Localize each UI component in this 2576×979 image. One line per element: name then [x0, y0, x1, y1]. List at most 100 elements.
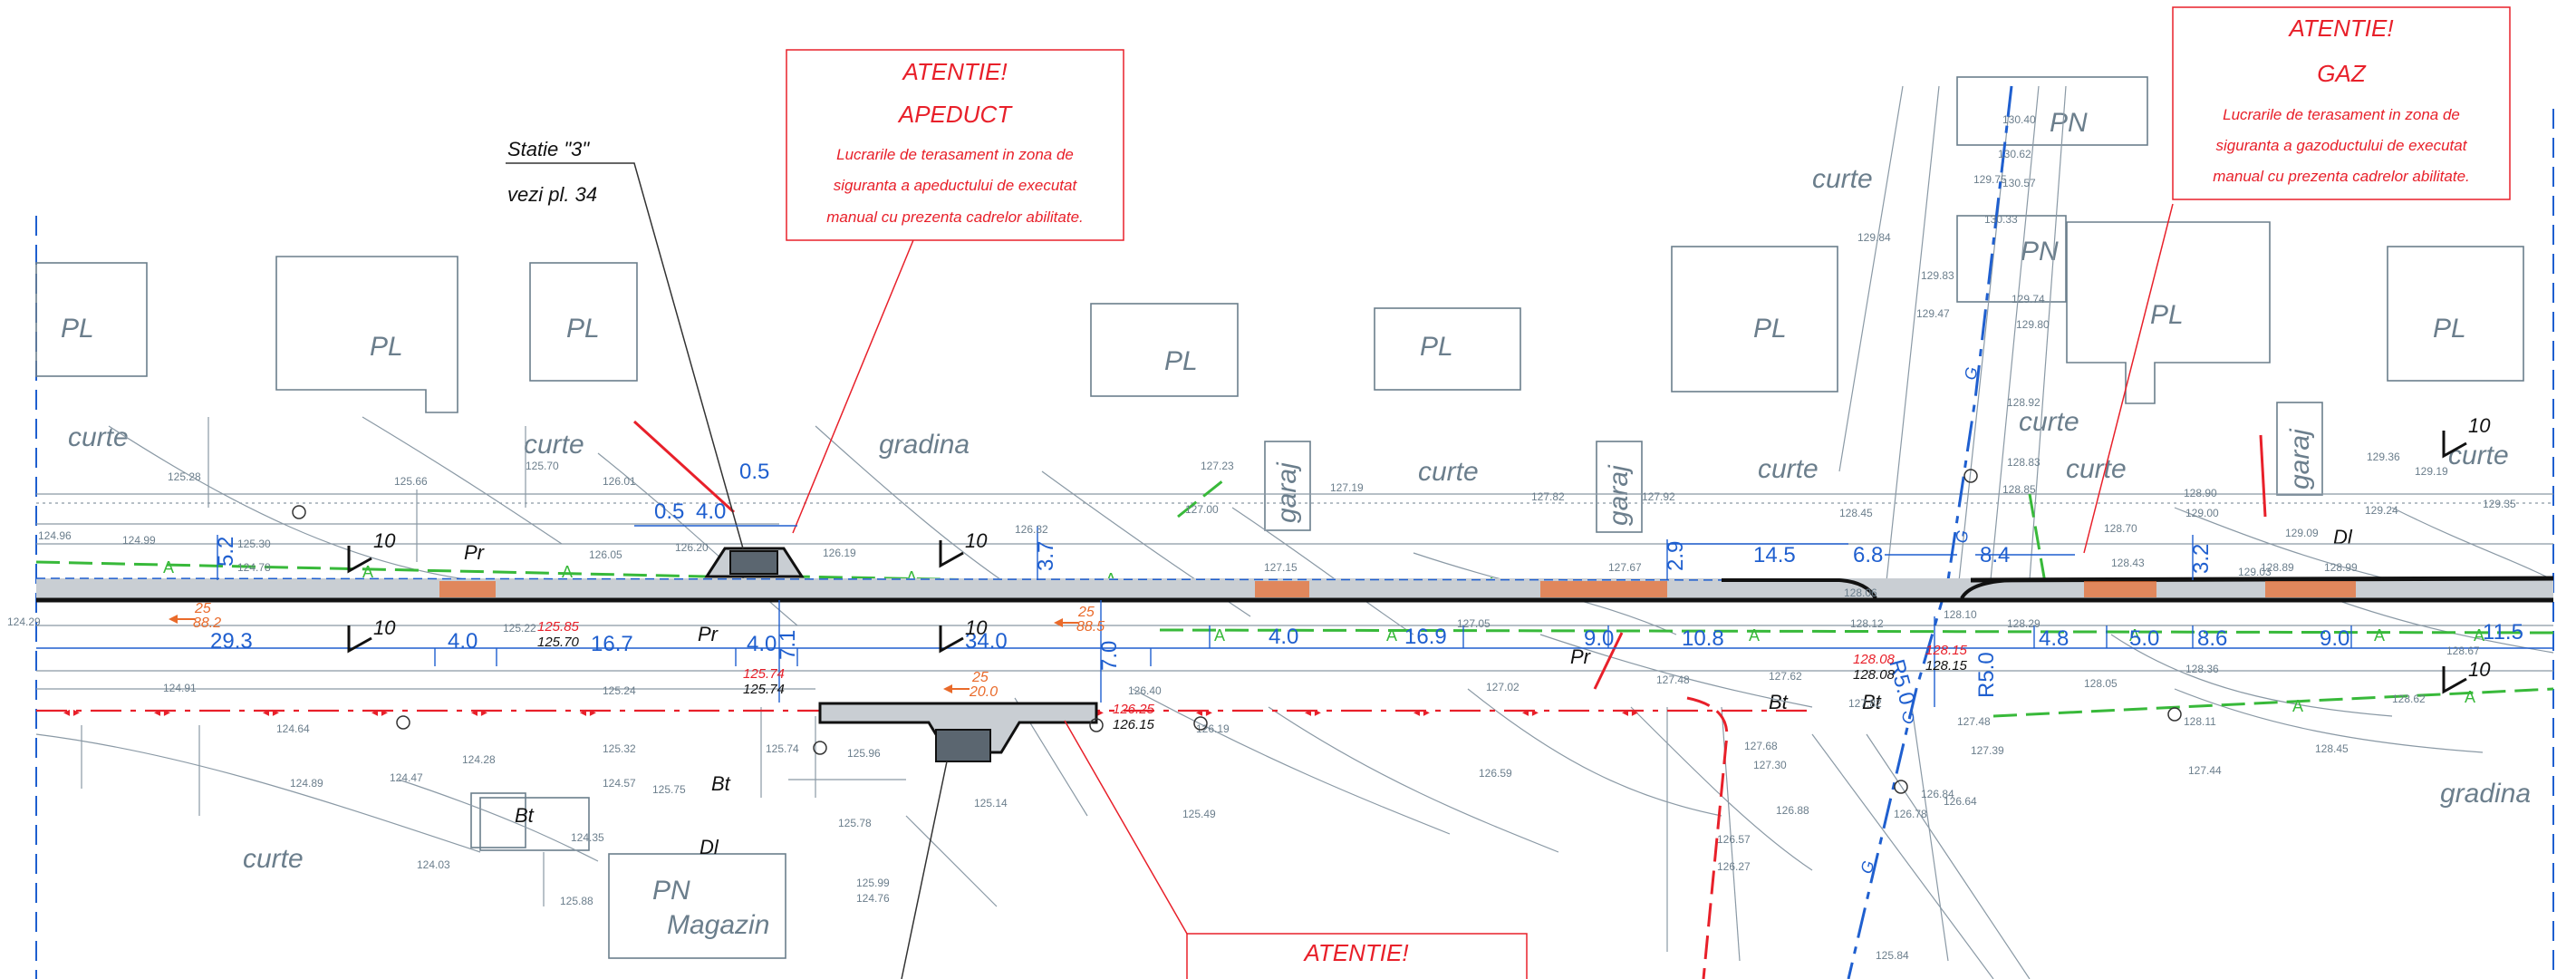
spot-level: 128.70: [2104, 522, 2137, 535]
dimension-label: 11.5: [2483, 620, 2523, 645]
svg-text:◂ ▸: ◂ ▸: [1622, 704, 1638, 719]
dimension-label: 9.0: [2320, 626, 2349, 651]
dimension-label: 5.2: [214, 537, 238, 567]
spot-level: 127.19: [1330, 481, 1364, 494]
spot-level: 125.74: [766, 742, 799, 755]
spot-levels: 124.29 124.96 124.99 125.28 125.30 124.7…: [7, 113, 2516, 962]
note-text: Lucrarile de terasament in zona de: [836, 146, 1074, 163]
svg-text:G: G: [1857, 858, 1878, 876]
spot-level: 127.00: [1185, 503, 1219, 516]
zone-label: PL: [61, 314, 94, 344]
dimension-labels: 29.3 4.0 16.7 4.0 34.0 4.0 16.9 9.0 10.8…: [210, 460, 2523, 708]
spot-level: 127.15: [1264, 561, 1298, 574]
zone-label: PL: [2433, 314, 2466, 344]
spot-level: 124.91: [163, 682, 197, 694]
spot-level: 128.45: [2315, 742, 2349, 755]
spot-level: 124.29: [7, 616, 41, 628]
spot-level: 129.74: [2012, 293, 2045, 305]
dimension-label: 8.4: [1980, 543, 2010, 567]
zone-label: Pr: [1570, 645, 1592, 668]
spot-level: 128.83: [2007, 456, 2041, 469]
spot-level: 127.82: [1848, 697, 1882, 710]
dimension-label: 8.6: [2197, 626, 2227, 651]
dimension-label: 4.0: [747, 632, 777, 656]
spot-level: 125.66: [394, 475, 428, 488]
tree-symbols: [292, 469, 2182, 794]
svg-text:◂ ▸: ◂ ▸: [371, 704, 388, 719]
dimension-label: 3.2: [2189, 544, 2214, 574]
elevation-existing: 126.15: [1113, 717, 1155, 732]
svg-text:A: A: [1386, 626, 1397, 645]
spot-level: 125.75: [652, 783, 686, 796]
svg-text:◂ ▸: ◂ ▸: [471, 704, 487, 719]
dimension-label: 7.1: [776, 630, 800, 660]
spot-level: 126.32: [1015, 523, 1048, 536]
spot-level: 128.85: [2002, 483, 2036, 496]
zone-label: PL: [566, 314, 600, 344]
spot-level: 125.84: [1876, 949, 1909, 962]
spot-level: 126.64: [1944, 795, 1977, 808]
zone-label: PN: [2021, 237, 2059, 267]
dimension-label: 16.7: [591, 632, 633, 656]
dimension-label: 16.9: [1404, 625, 1447, 649]
spot-level: 129.35: [2483, 498, 2516, 510]
spot-level: 125.14: [974, 797, 1008, 809]
elevation-existing: 125.74: [743, 682, 785, 697]
svg-text:A: A: [2465, 688, 2475, 706]
elevation-design: 125.74: [743, 666, 785, 682]
spot-level: 128.05: [2084, 677, 2118, 690]
dimension-label: R5.0: [1974, 652, 1999, 698]
dimension-lines: [217, 525, 2352, 707]
slope-label: 10: [373, 616, 396, 639]
zone-label: curte: [68, 422, 129, 452]
spot-level: 124.35: [571, 831, 604, 844]
dimension-label: 34.0: [965, 629, 1008, 654]
zone-label: curte: [1758, 454, 1819, 484]
main-road: [35, 576, 2554, 649]
spot-level: 127.82: [1531, 490, 1565, 503]
spot-level: 128.10: [1944, 608, 1977, 621]
svg-text:◂ ▸: ◂ ▸: [580, 704, 596, 719]
dimension-label: 7.0: [1097, 641, 1122, 671]
slope-label: 10: [2468, 414, 2491, 437]
zone-label: PL: [1164, 346, 1198, 376]
spot-level: 126.57: [1717, 833, 1751, 846]
zone-label: gradina: [879, 430, 970, 460]
contour-lines: [35, 85, 2554, 979]
svg-text:◂ ▸: ◂ ▸: [1196, 704, 1212, 719]
spot-level: 124.03: [417, 858, 450, 871]
note-text: siguranta a apeductului de executat: [834, 177, 1078, 194]
zone-label: curte: [1418, 457, 1479, 487]
zone-label: PL: [2150, 300, 2184, 330]
note-text: manual cu prezenta cadrelor abilitate.: [826, 208, 1084, 226]
zone-label: PL: [1753, 314, 1787, 344]
green-line-labels: AAA AAA AAA AAA AA: [163, 558, 2484, 715]
flow-top: 25: [1077, 605, 1095, 620]
dimension-label: 5.0: [2129, 626, 2159, 651]
slope-label: 10: [965, 529, 988, 552]
spot-level: 128.12: [1850, 617, 1884, 630]
spot-level: 124.28: [462, 753, 496, 766]
svg-text:A: A: [362, 563, 373, 581]
dimension-label: 6.8: [1853, 543, 1883, 567]
note-title: GAZ: [2317, 60, 2367, 87]
spot-level: 130.33: [1984, 213, 2018, 226]
spot-level: 129.24: [2365, 504, 2398, 517]
note-title: ATENTIE!: [1302, 939, 1408, 966]
dimension-label: 4.0: [696, 499, 726, 524]
svg-text:◂ ▸: ◂ ▸: [263, 704, 279, 719]
zone-label: Bt: [1769, 691, 1789, 713]
leader-lines: [506, 162, 2174, 979]
spot-level: 130.40: [2002, 113, 2036, 126]
zone-label: curte: [524, 430, 584, 460]
elevation-design: 125.85: [537, 619, 580, 635]
zone-label: PN: [2050, 108, 2088, 138]
spot-level: 128.11: [2184, 715, 2216, 728]
bus-stop-north: [704, 547, 805, 578]
svg-text:◂ ▸: ◂ ▸: [154, 704, 170, 719]
flow-bottom: 88.5: [1076, 619, 1105, 635]
spot-level: 127.39: [1971, 744, 2004, 757]
station-ref-line2: vezi pl. 34: [507, 183, 597, 206]
spot-level: 127.02: [1486, 681, 1520, 693]
